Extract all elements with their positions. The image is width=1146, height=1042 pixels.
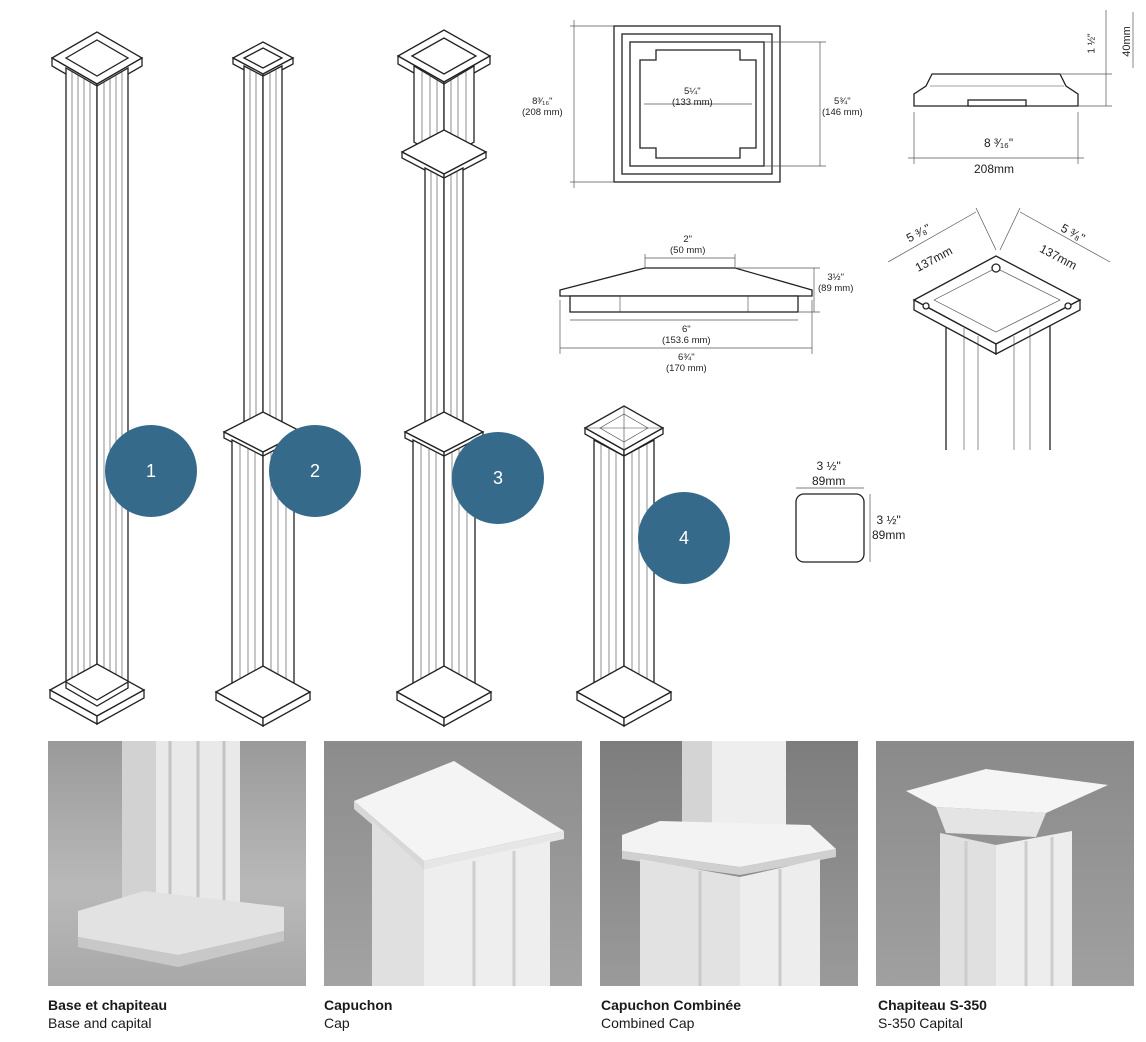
dim-post-depth: 3 ½" 89mm [872, 513, 906, 542]
dim-cap-top-inner: 5¼" (133 mm) [672, 86, 713, 108]
dim-cap-profile-outer: 6¾" (170 mm) [666, 352, 707, 374]
dim-capital-height-mm: 40mm [1120, 26, 1133, 57]
cap-top-view-drawing [559, 10, 1134, 563]
dim-cap-top-side: 5¾" (146 mm) [822, 96, 863, 118]
photo-combined-cap [600, 741, 858, 986]
dim-capital-width: 8 ³⁄₁₆" [984, 136, 1014, 150]
photo-cap [324, 741, 582, 986]
caption-sub-combined: Combined Cap [601, 1015, 695, 1031]
dim-cap-profile-top: 2" (50 mm) [670, 234, 706, 256]
dim-capital-width-mm: 208mm [974, 162, 1015, 176]
post-badge-4: 4 [638, 492, 730, 584]
dim-cap-profile-inner: 6" (153.6 mm) [662, 324, 711, 346]
caption-sub-base: Base and capital [48, 1015, 152, 1031]
caption-title-cap: Capuchon [324, 997, 393, 1013]
post-badge-1: 1 [105, 425, 197, 517]
dim-cap-profile-height: 3½" (89 mm) [818, 272, 854, 294]
photo-base-and-capital [48, 741, 306, 986]
dim-post-width: 3 ½" 89mm [812, 459, 846, 488]
post-badge-3: 3 [452, 432, 544, 524]
caption-sub-s350: S-350 Capital [878, 1015, 963, 1031]
caption-sub-cap: Cap [324, 1015, 350, 1031]
caption-title-combined: Capuchon Combinée [601, 997, 742, 1013]
caption-title-s350: Chapiteau S-350 [878, 997, 987, 1013]
photo-s350-capital [876, 741, 1134, 986]
caption-title-base: Base et chapiteau [48, 997, 168, 1013]
post-badge-2: 2 [269, 425, 361, 517]
dim-capital-height: 1 ½" [1086, 33, 1098, 54]
dim-cap-top-outer: 8³⁄₁₆" (208 mm) [522, 96, 563, 118]
